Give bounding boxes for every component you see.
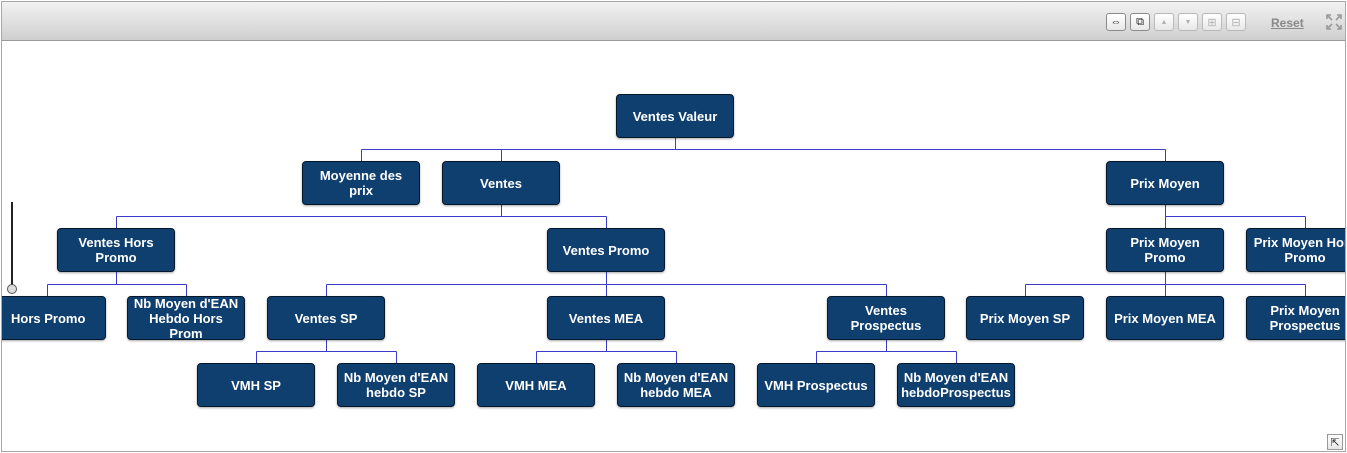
tree-node[interactable]: Ventes Hors Promo	[57, 228, 175, 272]
zoom-slider-handle[interactable]	[7, 284, 17, 294]
window-stack-icon: ⧉	[1136, 15, 1144, 28]
tree-node[interactable]: Nb Moyen d'EAN hebdo SP	[337, 363, 455, 407]
reset-link[interactable]: Reset	[1271, 16, 1304, 30]
tree-node[interactable]: Ventes	[442, 161, 560, 205]
zoom-in-icon: ⊞	[1207, 16, 1217, 29]
tree-node[interactable]: Ventes MEA	[547, 296, 665, 340]
tree-node[interactable]: Nb Moyen d'EAN hebdoProspectus	[897, 363, 1015, 407]
tree-node[interactable]: VMH MEA	[477, 363, 595, 407]
tree-node[interactable]: Nb Moyen d'EAN Hebdo Hors Prom	[127, 296, 245, 340]
tree-node[interactable]: VMH Prospectus	[757, 363, 875, 407]
zoom-in-button[interactable]: ⊞	[1202, 13, 1222, 31]
zoom-slider-track[interactable]	[11, 202, 13, 290]
arrow-down-icon: ▼	[1184, 18, 1192, 26]
connector-lines	[47, 138, 1306, 363]
tree-node[interactable]: Ventes SP	[267, 296, 385, 340]
zoom-out-button[interactable]: ⊟	[1226, 13, 1246, 31]
tree-node[interactable]: Ventes Valeur	[616, 94, 734, 138]
toolbar: ⇔ ⧉ ▲ ▼ ⊞ ⊟ Reset	[2, 2, 1345, 41]
fullscreen-icon[interactable]	[1326, 14, 1342, 30]
zoom-out-icon: ⊟	[1231, 16, 1241, 29]
resize-corner-button[interactable]: ⇱	[1327, 434, 1343, 450]
tree-node[interactable]: Ventes Prospectus	[827, 296, 945, 340]
move-up-button[interactable]: ▲	[1154, 13, 1174, 31]
move-down-button[interactable]: ▼	[1178, 13, 1198, 31]
arrow-up-left-icon: ⇱	[1330, 436, 1340, 449]
fit-to-view-button[interactable]: ⇔	[1106, 13, 1126, 31]
tree-node[interactable]: Prix Moyen MEA	[1106, 296, 1224, 340]
tree-node[interactable]: Prix Moyen Hors Promo	[1246, 228, 1345, 272]
tree-node[interactable]: Prix Moyen Prospectus	[1246, 296, 1345, 340]
tree-node[interactable]: VMH SP	[197, 363, 315, 407]
tree-node[interactable]: Moyenne des prix	[302, 161, 420, 205]
tree-node[interactable]: Prix Moyen Promo	[1106, 228, 1224, 272]
tree-node[interactable]: Ventes Promo	[547, 228, 665, 272]
tree-node[interactable]: Prix Moyen	[1106, 161, 1224, 205]
window-stack-button[interactable]: ⧉	[1130, 13, 1150, 31]
tree-node[interactable]: Prix Moyen SP	[966, 296, 1084, 340]
tree-node[interactable]: Nb Moyen d'EAN hebdo MEA	[617, 363, 735, 407]
fit-to-view-icon: ⇔	[1110, 16, 1122, 28]
tree-node[interactable]: Hors Promo	[2, 296, 106, 340]
arrow-up-icon: ▲	[1160, 18, 1168, 26]
